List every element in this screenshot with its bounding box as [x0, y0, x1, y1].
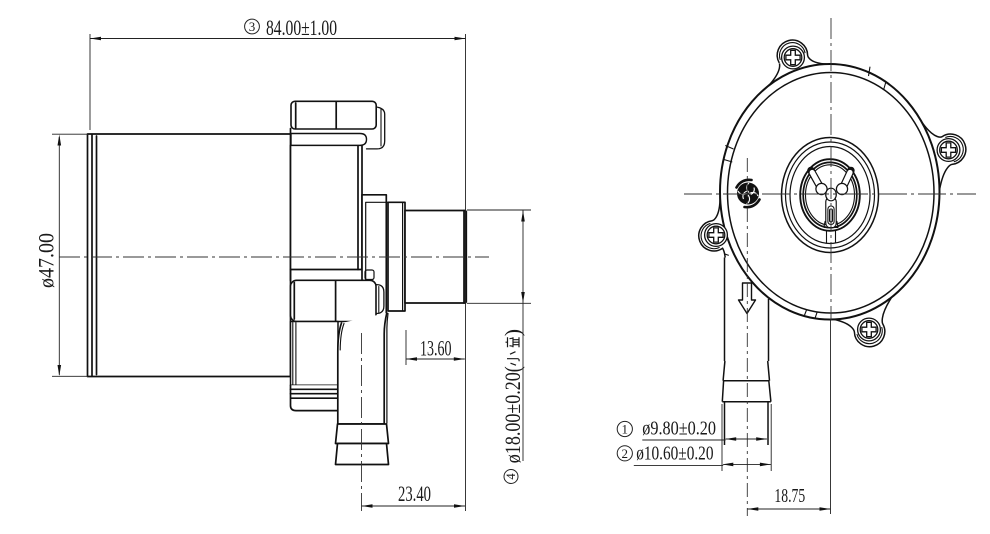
- svg-text:ø9.80±0.20: ø9.80±0.20: [642, 418, 716, 440]
- svg-text:ø47.00: ø47.00: [34, 233, 59, 288]
- svg-text:2: 2: [622, 446, 629, 461]
- svg-text:): ): [500, 329, 525, 336]
- svg-text:ø10.60±0.20: ø10.60±0.20: [636, 443, 713, 465]
- svg-text:18.75: 18.75: [774, 485, 805, 507]
- svg-text:23.40: 23.40: [398, 481, 431, 506]
- svg-text:1: 1: [622, 422, 629, 437]
- svg-text:4: 4: [504, 473, 518, 480]
- svg-text:ø18.00±0.20(: ø18.00±0.20(: [500, 366, 525, 463]
- svg-text:13.60: 13.60: [420, 336, 452, 361]
- svg-text:3: 3: [249, 19, 256, 34]
- svg-text:84.00±1.00: 84.00±1.00: [266, 15, 337, 40]
